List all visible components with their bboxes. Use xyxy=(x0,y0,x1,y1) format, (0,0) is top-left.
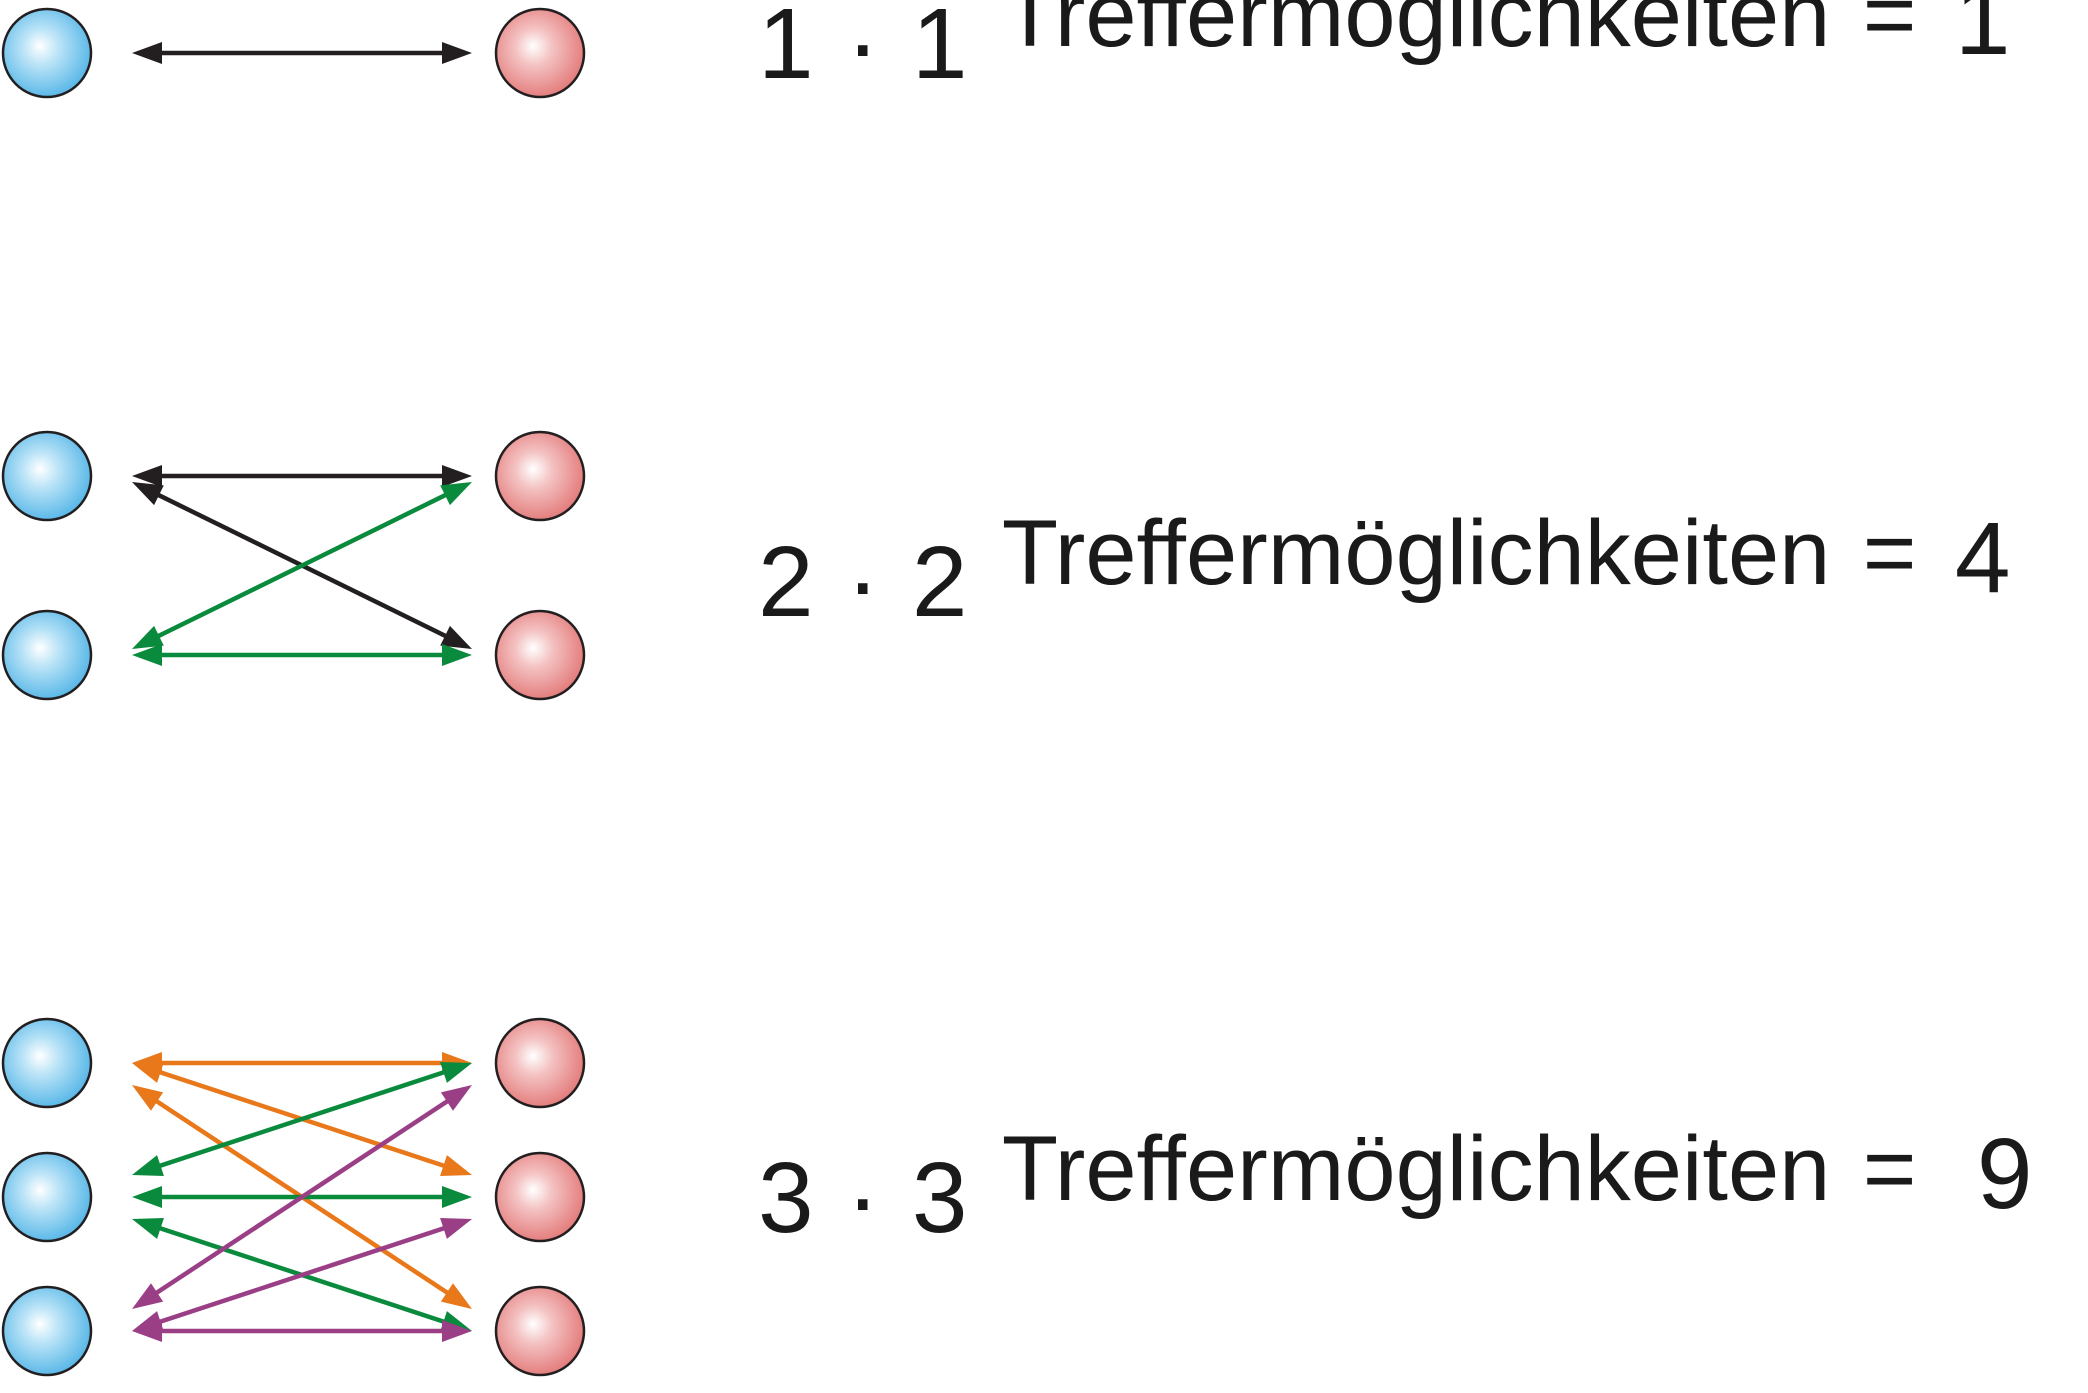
row-2-right-factor: 2 xyxy=(912,526,968,638)
row-2-right-node-1 xyxy=(494,430,586,522)
row-2-arrow-2-2 xyxy=(132,644,472,666)
row-2-equals: = xyxy=(1863,502,1917,604)
row-1-left-node-1 xyxy=(1,7,93,99)
row-1-right-factor: 1 xyxy=(912,0,968,100)
row-1-nodes xyxy=(1,7,586,99)
row-3-left-node-1 xyxy=(1,1017,93,1109)
row-3-right-node-2 xyxy=(494,1151,586,1243)
row-1-equals: = xyxy=(1863,0,1917,66)
row-3-left-node-3 xyxy=(1,1285,93,1377)
row-2-result: 4 xyxy=(1955,502,2011,614)
row-2-left-node-1 xyxy=(1,430,93,522)
row-3-arrows xyxy=(132,1052,472,1342)
row-3-nodes xyxy=(1,1017,586,1377)
row-2-word: Treffermöglichkeiten xyxy=(1002,502,1830,604)
row-2-arrows xyxy=(132,465,472,666)
row-3-arrow-2-1 xyxy=(132,1061,472,1177)
row-3-right-node-3 xyxy=(494,1285,586,1377)
row-2-left-node-2 xyxy=(1,609,93,701)
row-2-arrow-2-1 xyxy=(132,482,472,649)
row-1-result: 1 xyxy=(1955,0,2011,76)
row-3-left-factor: 3 xyxy=(758,1142,814,1254)
row-2: 2 · 2 Treffermöglichkeiten = 4 xyxy=(1,430,2011,701)
row-1-left-factor: 1 xyxy=(758,0,814,100)
row-3-arrow-3-3 xyxy=(132,1320,472,1342)
row-3: 3 · 3 Treffermöglichkeiten = 9 xyxy=(1,1017,2033,1377)
row-1: 1 · 1 Treffermöglichkeiten = 1 xyxy=(1,0,2011,100)
row-1-arrows xyxy=(132,42,472,64)
row-3-right-node-1 xyxy=(494,1017,586,1109)
row-2-operator: · xyxy=(846,526,879,638)
row-3-formula: 3 · 3 Treffermöglichkeiten = 9 xyxy=(758,1118,2033,1254)
row-2-nodes xyxy=(1,430,586,701)
row-3-operator: · xyxy=(846,1142,879,1254)
row-3-word: Treffermöglichkeiten xyxy=(1002,1118,1830,1220)
row-3-arrow-3-1 xyxy=(132,1085,472,1309)
row-2-arrow-1-1 xyxy=(132,465,472,487)
row-1-arrow-1-1 xyxy=(132,42,472,64)
row-3-left-node-2 xyxy=(1,1151,93,1243)
row-2-formula: 2 · 2 Treffermöglichkeiten = 4 xyxy=(758,502,2011,638)
row-3-result: 9 xyxy=(1977,1118,2033,1230)
row-3-right-factor: 3 xyxy=(912,1142,968,1254)
row-1-formula: 1 · 1 Treffermöglichkeiten = 1 xyxy=(758,0,2011,100)
row-1-right-node-1 xyxy=(494,7,586,99)
row-1-operator: · xyxy=(846,0,879,100)
row-2-right-node-2 xyxy=(494,609,586,701)
row-2-left-factor: 2 xyxy=(758,526,814,638)
row-3-arrow-1-1 xyxy=(132,1052,472,1074)
row-3-equals: = xyxy=(1863,1118,1917,1220)
row-1-word: Treffermöglichkeiten xyxy=(1002,0,1830,66)
